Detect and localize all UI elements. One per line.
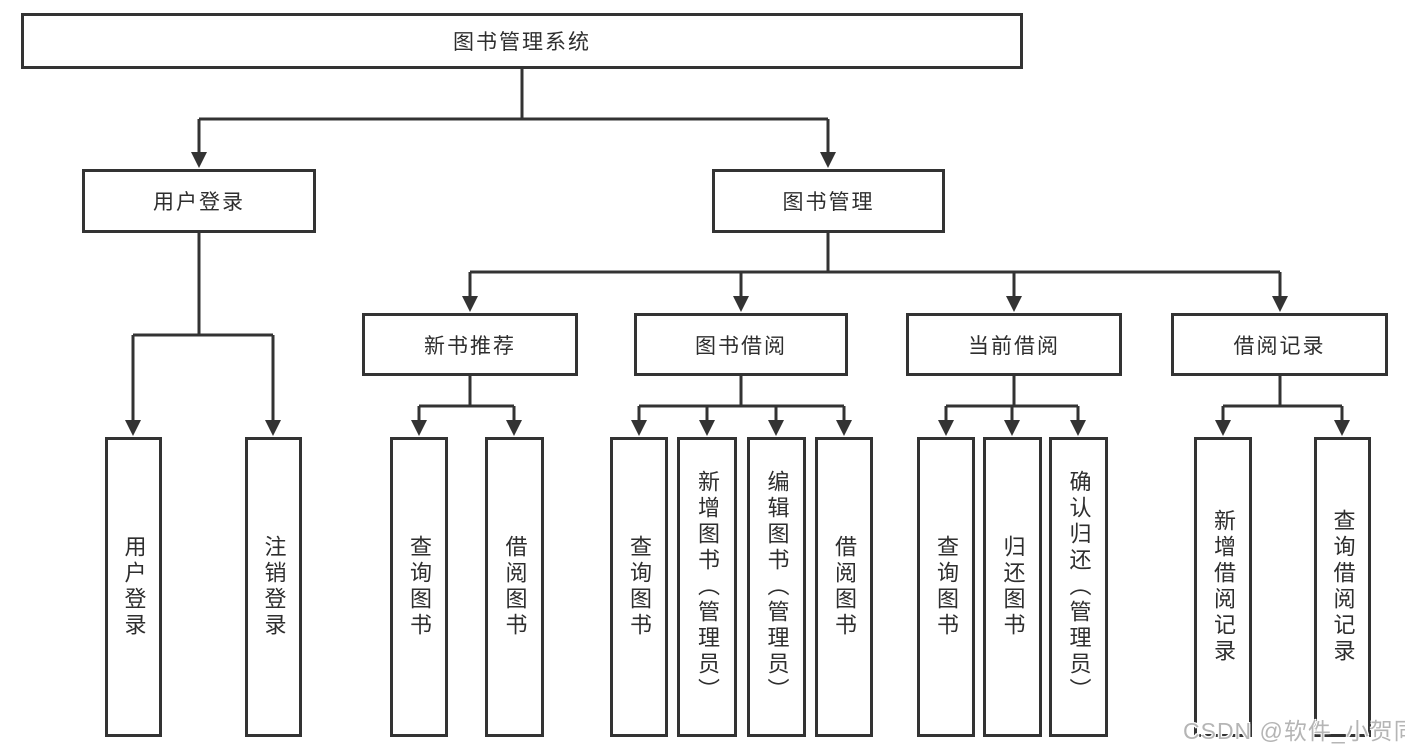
leaf-recommend-query-books: 查询图书	[390, 437, 448, 737]
arrowheads	[125, 152, 1350, 436]
node-book-management: 图书管理	[712, 169, 945, 233]
leaf-records-add-borrow-record: 新增借阅记录	[1194, 437, 1252, 737]
node-new-book-recommend: 新书推荐	[362, 313, 578, 376]
watermark: CSDN @软件_小贺同学	[1183, 718, 1405, 744]
leaf-logout: 注销登录	[245, 437, 302, 737]
leaf-borrow-query-books: 查询图书	[610, 437, 668, 737]
leaf-current-query-books: 查询图书	[917, 437, 975, 737]
node-current-borrow: 当前借阅	[906, 313, 1122, 376]
leaf-borrow-add-books-admin: 新增图书（管理员）	[677, 437, 737, 737]
leaf-borrow-edit-books-admin: 编辑图书（管理员）	[747, 437, 806, 737]
node-book-borrow: 图书借阅	[634, 313, 848, 376]
node-root: 图书管理系统	[21, 13, 1023, 69]
leaf-user-login: 用户登录	[105, 437, 162, 737]
leaf-records-query-borrow-record: 查询借阅记录	[1314, 437, 1371, 737]
node-user-login: 用户登录	[82, 169, 316, 233]
leaf-borrow-borrow-books: 借阅图书	[815, 437, 873, 737]
node-borrow-records: 借阅记录	[1171, 313, 1388, 376]
leaf-current-return-books: 归还图书	[983, 437, 1042, 737]
leaf-recommend-borrow-books: 借阅图书	[485, 437, 544, 737]
leaf-current-confirm-return-admin: 确认归还（管理员）	[1049, 437, 1108, 737]
